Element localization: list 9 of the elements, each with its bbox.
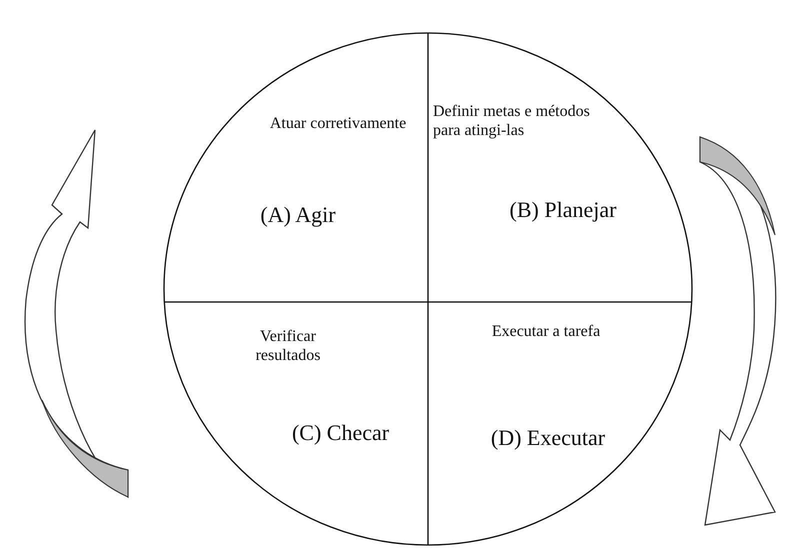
step-name: (D) Executar (490, 424, 606, 452)
circle-diagram (163, 32, 693, 546)
step-name: (B) Planejar (508, 196, 618, 224)
step-description: Executar a tarefa (490, 322, 602, 342)
step-name: (C) Checar (290, 419, 390, 447)
step-description: Definir metas e métodos para atingi-las (433, 102, 591, 140)
step-description: Atuar corretivamente (268, 114, 408, 134)
step-description: Verificar resultados (254, 327, 322, 366)
step-name: (A) Agir (259, 201, 337, 229)
